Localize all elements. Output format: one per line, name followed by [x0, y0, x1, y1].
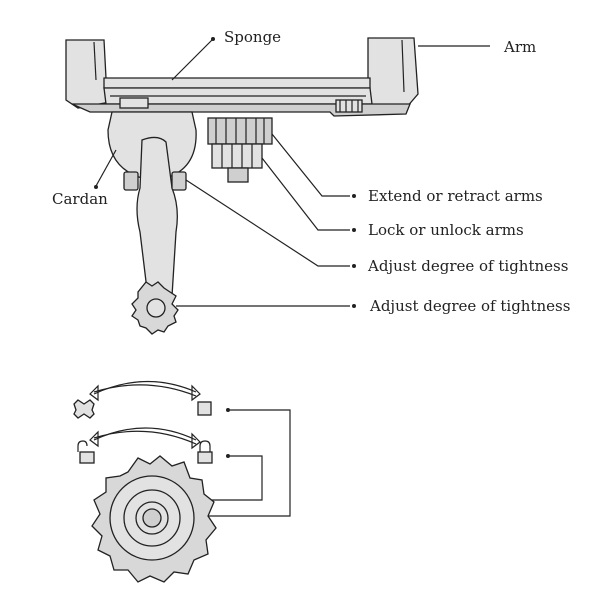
extend-gear [207, 117, 273, 145]
tightness-label-2: Adjust degree of tightness [369, 297, 570, 315]
handle [136, 136, 178, 299]
phone-holder [65, 37, 419, 335]
retract-icon [73, 399, 95, 419]
extend-icon [197, 401, 212, 416]
extend-label: Extend or retract arms [368, 187, 543, 205]
right-arm [367, 37, 419, 111]
cardan-label: Cardan [52, 190, 108, 208]
callouts: Sponge Arm Cardan Extend or retract arms… [52, 28, 570, 315]
sponge [103, 77, 371, 89]
tightness-label-1: Adjust degree of tightness [367, 257, 568, 275]
arm-label: Arm [503, 38, 536, 56]
lock-icon [197, 440, 213, 464]
lock-label: Lock or unlock arms [368, 221, 524, 239]
unlock-icon [77, 440, 95, 464]
operation-detail [73, 380, 291, 583]
holder-body [71, 103, 411, 117]
gear-center [142, 508, 162, 528]
left-arm [65, 39, 111, 109]
lock-gear [211, 143, 263, 169]
sponge-label: Sponge [224, 28, 281, 46]
